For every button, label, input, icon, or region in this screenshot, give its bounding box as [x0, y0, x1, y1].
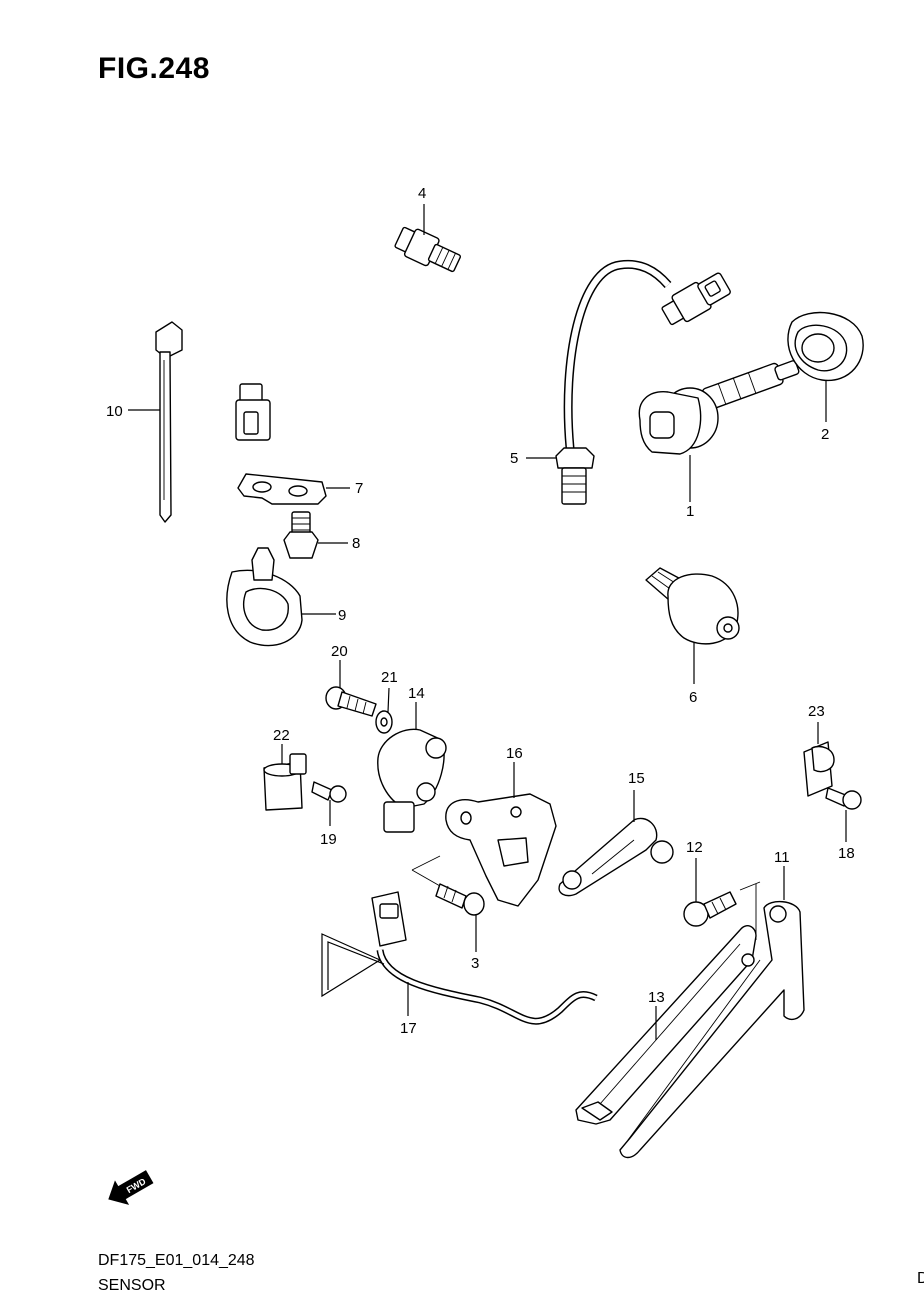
callout-4: 4 — [418, 185, 426, 202]
callout-1: 1 — [686, 503, 694, 520]
part-2-grommet — [787, 311, 864, 422]
fwd-direction-arrow: FWD — [108, 1170, 154, 1205]
figure-title: FIG.248 — [98, 52, 210, 85]
part-4-sensor-lead — [235, 196, 461, 441]
callout-13: 13 — [648, 989, 665, 1006]
part-16-bracket — [411, 762, 557, 907]
callout-22: 22 — [273, 727, 290, 744]
callout-14: 14 — [408, 685, 425, 702]
callout-18: 18 — [838, 845, 855, 862]
part-3-bolt — [435, 883, 485, 952]
callout-23: 23 — [808, 703, 825, 720]
callout-21: 21 — [381, 669, 398, 686]
part-10-cable-tie — [128, 321, 183, 523]
part-14-position-sensor — [377, 702, 447, 833]
corner-mark: D — [917, 1270, 924, 1287]
callout-20: 20 — [331, 643, 348, 660]
part-19-screw — [311, 781, 347, 826]
callout-15: 15 — [628, 770, 645, 787]
part-15-link-lever — [558, 790, 674, 897]
part-11-lever — [619, 866, 805, 1159]
part-17-harness — [321, 891, 598, 1025]
part-9-clamp — [226, 547, 336, 647]
part-21-washer — [375, 687, 393, 734]
callout-7: 7 — [355, 480, 363, 497]
part-20-bolt — [325, 660, 377, 717]
callout-5: 5 — [510, 450, 518, 467]
callout-2: 2 — [821, 426, 829, 443]
part-13-lever — [575, 925, 757, 1125]
part-18-screw — [825, 787, 862, 842]
part-1-sensor — [638, 360, 800, 502]
part-12-bolt — [683, 858, 761, 940]
callout-6: 6 — [689, 689, 697, 706]
callout-19: 19 — [320, 831, 337, 848]
part-22-holder — [263, 744, 307, 811]
part-23-clip — [803, 722, 835, 797]
callout-12: 12 — [686, 839, 703, 856]
callout-10: 10 — [106, 403, 123, 420]
figure-name: SENSOR — [98, 1277, 166, 1294]
part-7-bracket — [237, 473, 350, 505]
callout-16: 16 — [506, 745, 523, 762]
callout-9: 9 — [338, 607, 346, 624]
callout-11: 11 — [774, 849, 790, 866]
callout-8: 8 — [352, 535, 360, 552]
figure-code: DF175_E01_014_248 — [98, 1252, 255, 1269]
callout-3: 3 — [471, 955, 479, 972]
part-6-knock-sensor — [645, 567, 740, 684]
part-5-sensor-lead — [526, 259, 731, 505]
callout-17: 17 — [400, 1020, 417, 1037]
callout-labels: 4 10 7 8 9 5 1 2 6 20 21 14 22 19 16 15 … — [106, 185, 855, 1037]
part-8-bolt — [283, 511, 348, 559]
